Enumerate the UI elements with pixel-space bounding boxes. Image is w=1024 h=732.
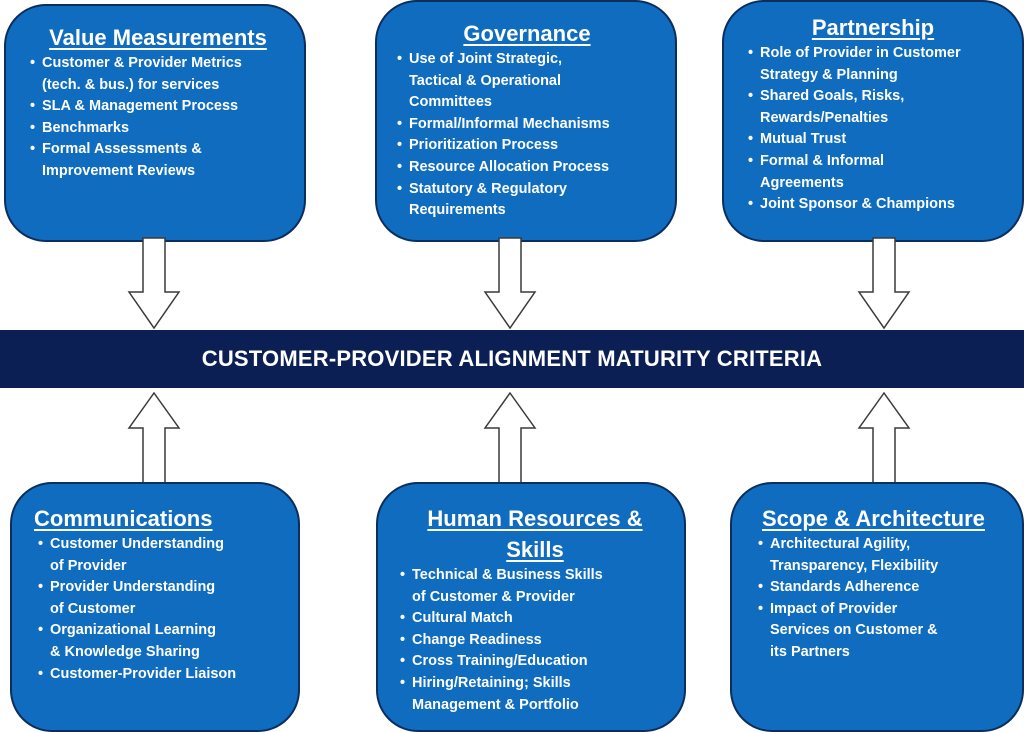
list-item: Impact of Provider Services on Customer … — [754, 599, 1012, 664]
communications-box: Communications Customer Understanding of… — [10, 482, 300, 732]
list-item: Cultural Match — [396, 608, 674, 630]
partnership-box: Partnership Role of Provider in Customer… — [722, 0, 1024, 242]
list-item: Cross Training/Education — [396, 651, 674, 673]
list-item: Architectural Agility, Transparency, Fle… — [754, 534, 1012, 577]
list-item: Customer-Provider Liaison — [34, 664, 288, 686]
down-arrow-icon — [127, 237, 181, 330]
list-item: Use of Joint Strategic, Tactical & Opera… — [393, 49, 661, 114]
list-item: Formal & Informal Agreements — [744, 151, 1012, 194]
up-arrow-icon — [857, 391, 911, 484]
list-item: Customer Understanding of Provider — [34, 534, 288, 577]
alignment-maturity-banner: CUSTOMER-PROVIDER ALIGNMENT MATURITY CRI… — [0, 330, 1024, 388]
list-item: Role of Provider in Customer Strategy & … — [744, 43, 1012, 86]
partnership-list: Role of Provider in Customer Strategy & … — [744, 43, 1012, 216]
list-item: Change Readiness — [396, 630, 674, 652]
list-item: Joint Sponsor & Champions — [744, 194, 1012, 216]
list-item: Prioritization Process — [393, 135, 661, 157]
list-item: Mutual Trust — [744, 129, 1012, 151]
list-item: Resource Allocation Process — [393, 157, 661, 179]
scope-architecture-title: Scope & Architecture — [762, 506, 985, 531]
list-item: Formal/Informal Mechanisms — [393, 114, 661, 136]
list-item: Standards Adherence — [754, 577, 1012, 599]
list-item: Statutory & Regulatory Requirements — [393, 179, 661, 222]
down-arrow-icon — [483, 237, 537, 330]
scope-architecture-box: Scope & Architecture Architectural Agili… — [730, 482, 1024, 732]
up-arrow-icon — [483, 391, 537, 484]
communications-list: Customer Understanding of Provider Provi… — [34, 534, 288, 685]
list-item: Technical & Business Skills of Customer … — [396, 565, 674, 608]
banner-title: CUSTOMER-PROVIDER ALIGNMENT MATURITY CRI… — [201, 346, 823, 371]
governance-list: Use of Joint Strategic, Tactical & Opera… — [393, 49, 661, 222]
up-arrow-icon — [127, 391, 181, 484]
list-item: Hiring/Retaining; Skills Management & Po… — [396, 673, 674, 716]
list-item: Shared Goals, Risks, Rewards/Penalties — [744, 86, 1012, 129]
human-resources-list: Technical & Business Skills of Customer … — [396, 565, 674, 716]
human-resources-title: Human Resources & Skills — [427, 506, 643, 562]
scope-architecture-list: Architectural Agility, Transparency, Fle… — [754, 534, 1012, 664]
list-item: Formal Assessments & Improvement Reviews — [26, 139, 290, 182]
human-resources-box: Human Resources & Skills Technical & Bus… — [376, 482, 686, 732]
governance-title: Governance — [463, 21, 591, 46]
list-item: Provider Understanding of Customer — [34, 577, 288, 620]
governance-box: Governance Use of Joint Strategic, Tacti… — [375, 0, 677, 242]
communications-title: Communications — [34, 506, 213, 531]
value-measurements-box: Value Measurements Customer & Provider M… — [4, 4, 306, 242]
list-item: SLA & Management Process — [26, 96, 290, 118]
list-item: Customer & Provider Metrics (tech. & bus… — [26, 53, 290, 96]
value-measurements-title: Value Measurements — [49, 25, 267, 50]
partnership-title: Partnership — [811, 15, 935, 40]
down-arrow-icon — [857, 237, 911, 330]
list-item: Benchmarks — [26, 118, 290, 140]
list-item: Organizational Learning & Knowledge Shar… — [34, 620, 288, 663]
value-measurements-list: Customer & Provider Metrics (tech. & bus… — [26, 53, 290, 183]
